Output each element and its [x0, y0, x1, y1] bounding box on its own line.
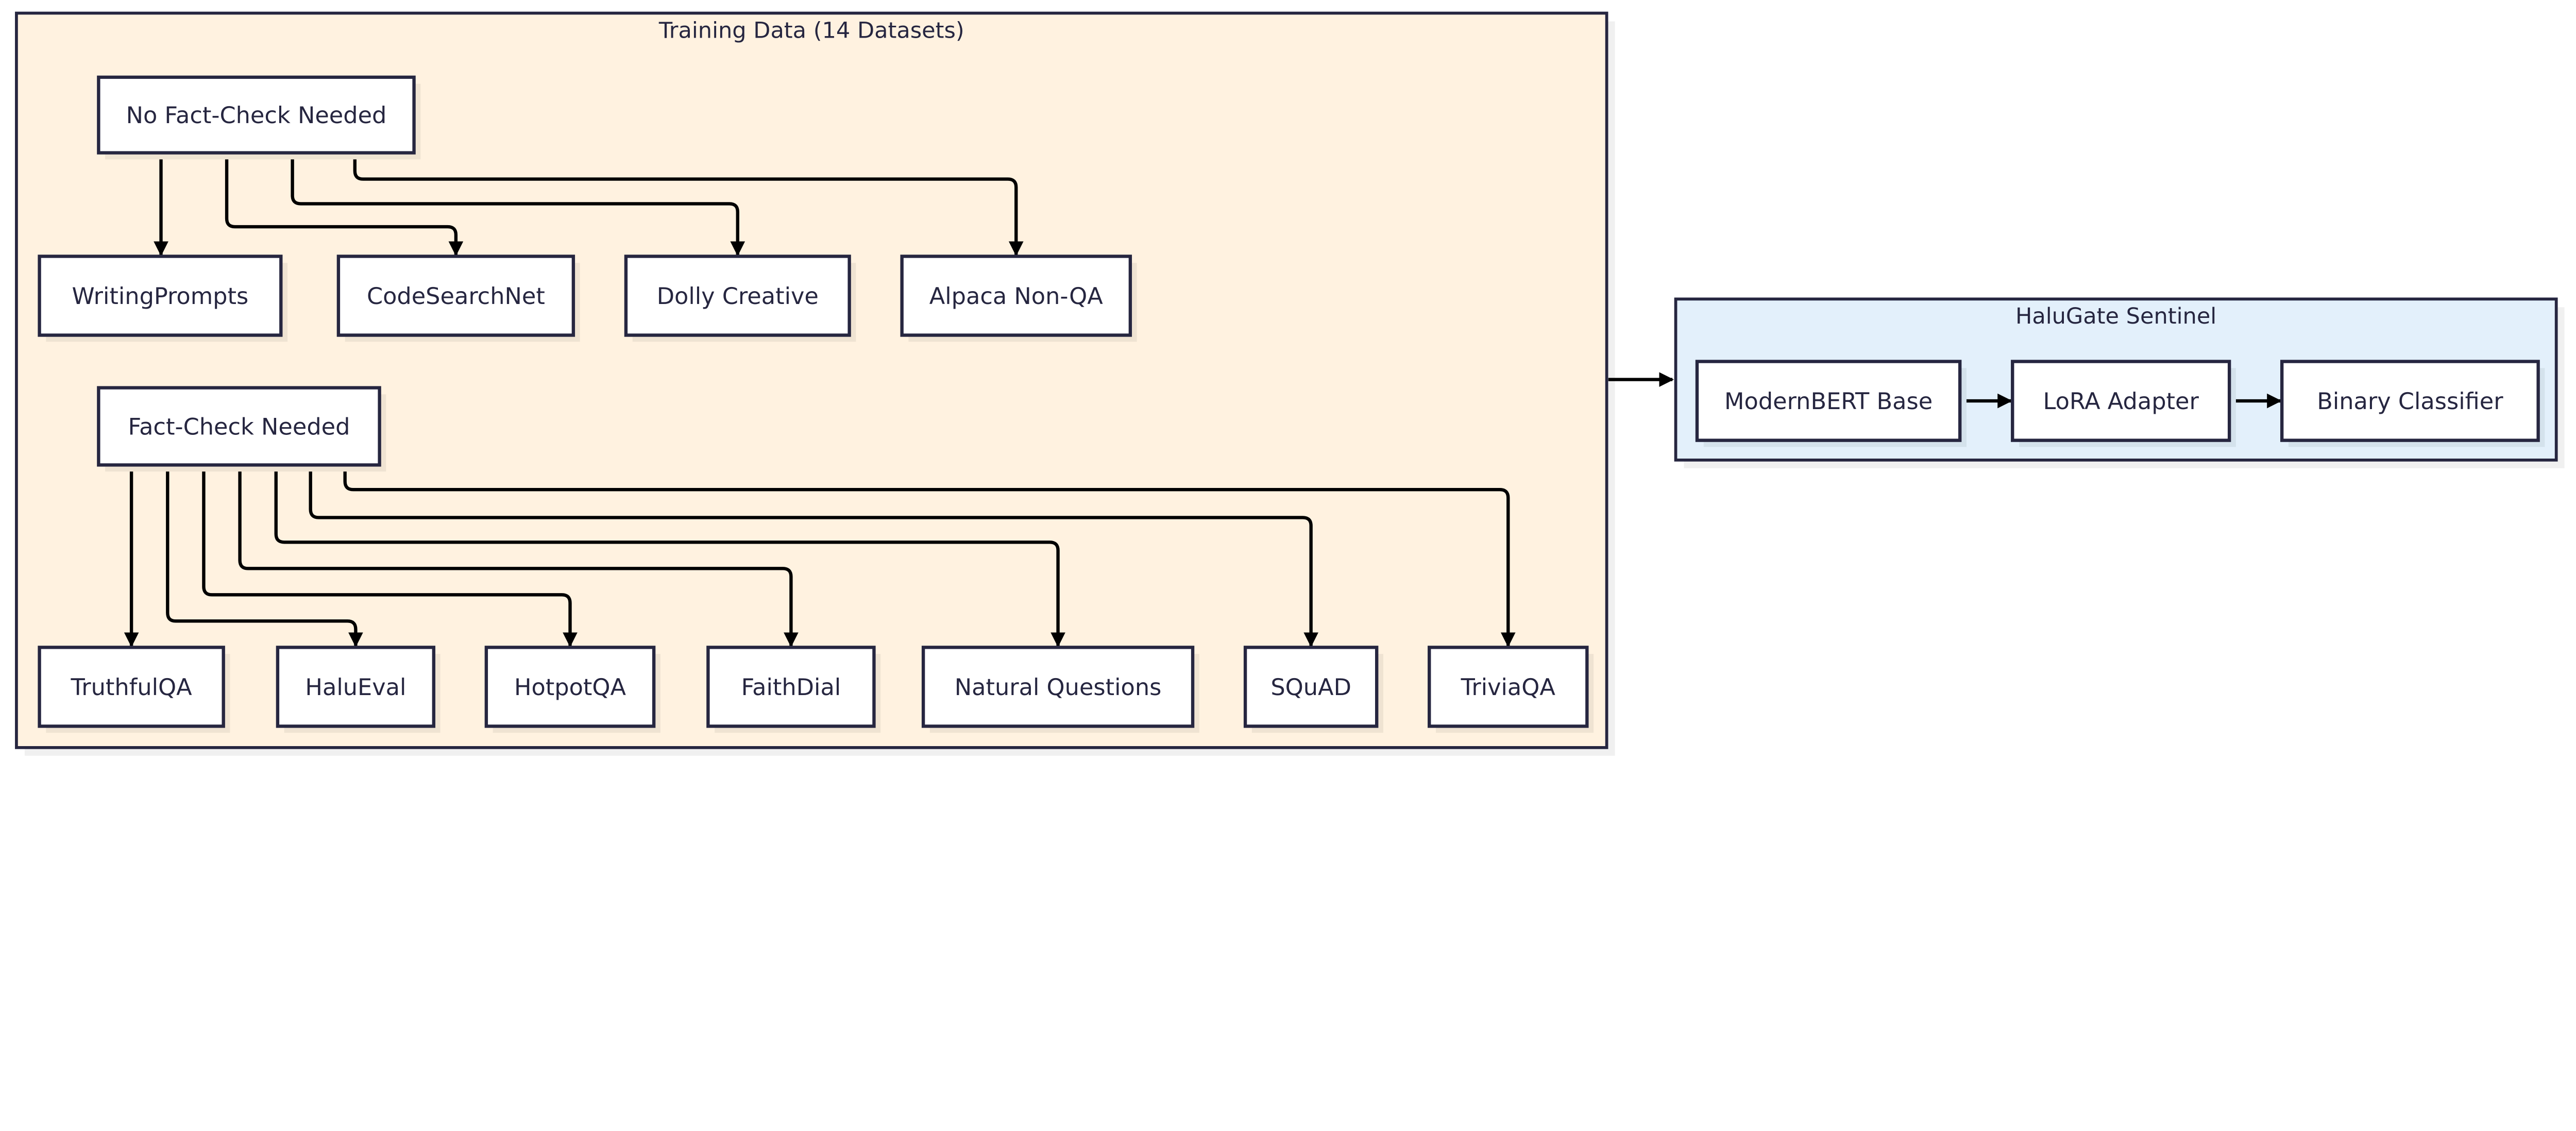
dataset-node-truthfulqa-box: [38, 646, 225, 728]
edge-no-fact-check-to-dolly-creative: [291, 153, 745, 257]
dataset-node-hotpotqa[interactable]: HotpotQA: [484, 646, 660, 733]
dataset-node-hotpotqa-box: [484, 646, 656, 728]
dataset-node-squad-label: SQuAD: [1270, 674, 1351, 701]
edge-fact-check-to-natural-questions: [274, 465, 1065, 648]
halugate-sentinel-group-title: HaluGate Sentinel: [2015, 303, 2216, 329]
no-fact-check-needed-node-label: No Fact-Check Needed: [126, 102, 387, 129]
edge-no-fact-check-to-alpaca-non-qa: [353, 153, 1024, 257]
edge-fact-check-to-squad: [309, 465, 1318, 648]
dataset-node-natural-questions-label: Natural Questions: [955, 674, 1162, 701]
dataset-node-halueval[interactable]: HaluEval: [276, 646, 440, 733]
dataset-node-squad-box: [1243, 646, 1379, 728]
pipeline-node-modernbert-base-label: ModernBERT Base: [1724, 388, 1933, 415]
dataset-node-writingprompts-label: WritingPrompts: [72, 283, 249, 310]
pipeline-node-binary-classifier-box: [2280, 360, 2540, 442]
pipeline-node-modernbert-base[interactable]: ModernBERT Base: [1695, 360, 1967, 447]
pipeline-node-modernbert-base-box: [1695, 360, 1962, 442]
dataset-node-alpaca-non-qa-box: [900, 255, 1132, 337]
dataset-node-faithdial-box: [706, 646, 876, 728]
dataset-node-triviaqa-box: [1428, 646, 1589, 728]
dataset-node-dolly-creative[interactable]: Dolly Creative: [624, 255, 856, 342]
dataset-node-alpaca-non-qa[interactable]: Alpaca Non-QA: [900, 255, 1137, 342]
no-fact-check-needed-node-box: [97, 75, 416, 155]
dataset-node-codesearchnet-label: CodeSearchNet: [367, 283, 545, 310]
pipeline-node-binary-classifier-label: Binary Classifier: [2317, 388, 2503, 415]
pipeline-node-binary-classifier[interactable]: Binary Classifier: [2280, 360, 2545, 447]
dataset-node-hotpotqa-label: HotpotQA: [514, 674, 626, 701]
dataset-node-halueval-box: [276, 646, 436, 728]
diagram-canvas: Training Data (14 Datasets) HaluGate Sent…: [15, 11, 2565, 756]
dataset-node-squad[interactable]: SQuAD: [1243, 646, 1383, 733]
dataset-node-codesearchnet-box: [336, 255, 575, 337]
dataset-node-dolly-creative-box: [624, 255, 851, 337]
dataset-node-triviaqa[interactable]: TriviaQA: [1428, 646, 1594, 733]
edge-fact-check-to-hotpotqa: [202, 465, 578, 648]
fact-check-needed-node-label: Fact-Check Needed: [128, 413, 350, 440]
pipeline-node-lora-adapter[interactable]: LoRA Adapter: [2011, 360, 2236, 447]
dataset-node-natural-questions-box: [921, 646, 1195, 728]
dataset-node-truthfulqa-label: TruthfulQA: [71, 674, 193, 701]
dataset-node-writingprompts[interactable]: WritingPrompts: [38, 255, 288, 342]
pipeline-node-lora-adapter-box: [2011, 360, 2231, 442]
fact-check-needed-node-box: [97, 386, 381, 467]
dataset-node-faithdial-label: FaithDial: [741, 674, 841, 701]
dataset-node-codesearchnet[interactable]: CodeSearchNet: [336, 255, 580, 342]
dataset-node-writingprompts-box: [38, 255, 283, 337]
pipeline-node-lora-adapter-label: LoRA Adapter: [2043, 388, 2199, 415]
dataset-node-faithdial[interactable]: FaithDial: [706, 646, 881, 733]
fact-check-needed-node[interactable]: Fact-Check Needed: [97, 386, 386, 472]
dataset-node-halueval-label: HaluEval: [305, 674, 406, 701]
dataset-node-triviaqa-label: TriviaQA: [1461, 674, 1556, 701]
dataset-node-truthfulqa[interactable]: TruthfulQA: [38, 646, 230, 733]
dataset-node-dolly-creative-label: Dolly Creative: [657, 283, 819, 310]
training-data-group-title: Training Data (14 Datasets): [658, 18, 964, 43]
edge-fact-check-to-halueval: [166, 465, 363, 648]
dataset-node-alpaca-non-qa-label: Alpaca Non-QA: [929, 283, 1103, 310]
no-fact-check-needed-node[interactable]: No Fact-Check Needed: [97, 75, 421, 160]
dataset-node-natural-questions[interactable]: Natural Questions: [921, 646, 1199, 733]
edge-fact-check-to-triviaqa: [343, 465, 1516, 648]
edges-layer: [124, 153, 2282, 648]
edge-fact-check-to-faithdial: [238, 465, 799, 648]
edge-no-fact-check-to-codesearchnet: [225, 153, 464, 257]
